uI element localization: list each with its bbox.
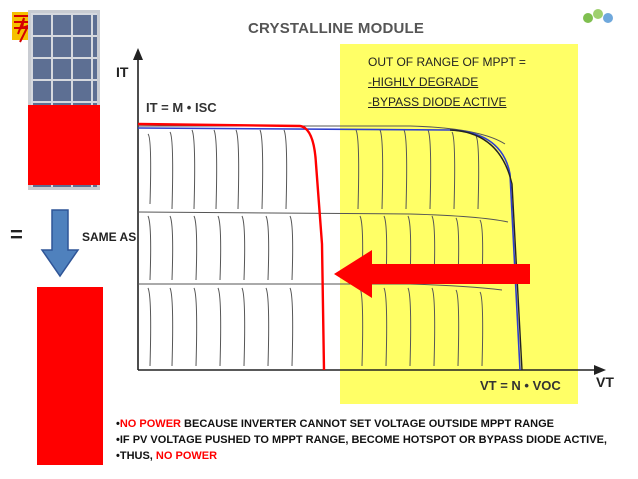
degraded-module-block [37,287,103,465]
degraded-iv-curve [137,122,326,371]
y-axis-label: IT [116,64,129,80]
x-axis-label: VT [596,374,614,390]
mppt-note-line2: -HIGHLY DEGRADE [368,75,479,89]
bullet-item: •NO POWER BECAUSE INVERTER CANNOT SET VO… [116,418,554,430]
bullet-item: •IF PV VOLTAGE PUSHED TO MPPT RANGE, BEC… [116,434,607,446]
left-red-arrow [334,250,530,298]
corner-decoration-icon [580,6,620,26]
current-formula: IT = M • ISC [146,100,217,115]
degraded-overlay-top [28,105,100,185]
same-as-label: SAME AS [82,230,137,244]
mppt-note: OUT OF RANGE OF MPPT = -HIGHLY DEGRADE -… [368,52,526,112]
iv-curve-graph [110,44,618,404]
mppt-note-line1: OUT OF RANGE OF MPPT = [368,55,526,69]
bullet-list: •NO POWER BECAUSE INVERTER CANNOT SET VO… [116,416,636,464]
down-arrow-icon [40,208,80,278]
logo [10,8,34,46]
mppt-note-line3: -BYPASS DIODE ACTIVE [368,95,507,109]
voltage-formula: VT = N • VOC [480,378,561,393]
page-title: CRYSTALLINE MODULE [248,20,425,37]
bullet-item: •THUS, NO POWER [116,450,218,462]
equals-symbol: = [10,222,23,247]
